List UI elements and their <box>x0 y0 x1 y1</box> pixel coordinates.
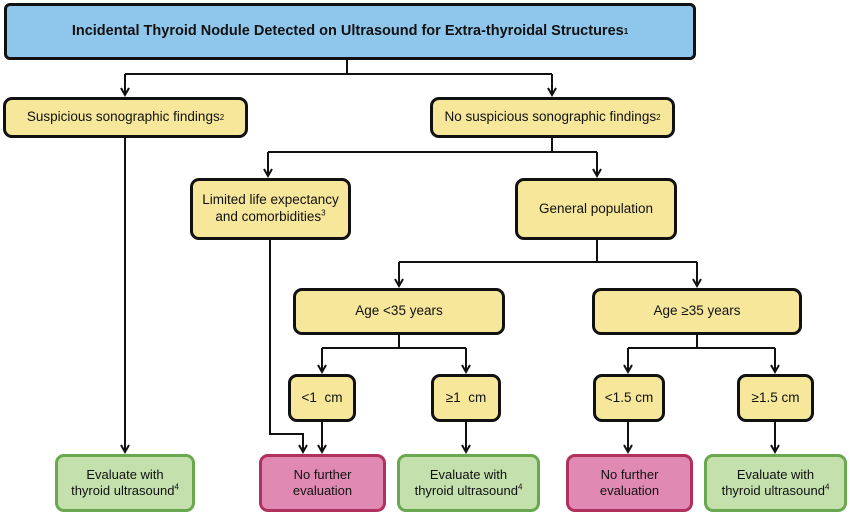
root-node: Incidental Thyroid Nodule Detected on Ul… <box>4 3 696 60</box>
limited-line1: Limited life expectancy <box>202 192 339 208</box>
no-further-2-line2: evaluation <box>599 483 660 498</box>
evaluate-node-3: Evaluate with thyroid ultrasound4 <box>704 454 847 512</box>
no-further-2-line1: No further <box>600 466 659 482</box>
age-lt35-node: Age <35 years <box>293 288 505 335</box>
connector-no-suspicious <box>268 138 597 153</box>
evaluate-2-line1: Evaluate with <box>429 466 508 482</box>
lt15-node: <1.5 cm <box>593 374 665 422</box>
age-lt35-text: Age <35 years <box>355 303 443 319</box>
connector-general <box>399 240 697 263</box>
age-ge35-text: Age ≥35 years <box>653 303 741 319</box>
evaluate-3-line2: thyroid ultrasound <box>721 483 825 498</box>
age-ge35-node: Age ≥35 years <box>592 288 802 335</box>
lt1-node: <1 cm <box>288 374 356 422</box>
evaluate-node-1: Evaluate with thyroid ultrasound4 <box>55 454 195 512</box>
evaluate-1-line1: Evaluate with <box>86 466 164 482</box>
evaluate-node-2: Evaluate with thyroid ultrasound4 <box>397 454 540 512</box>
general-text: General population <box>538 200 654 216</box>
evaluate-2-footnote: 4 <box>517 482 523 492</box>
connector-age-lt35 <box>322 335 466 349</box>
evaluate-1-footnote: 4 <box>174 482 179 492</box>
general-node: General population <box>515 178 677 240</box>
no-further-node-1: No further evaluation <box>259 454 386 512</box>
no-suspicious-text: No suspicious sonographic findings <box>444 109 657 125</box>
ge15-text: ≥1.5 cm <box>751 389 800 405</box>
ge1-text: ≥1 cm <box>445 389 487 405</box>
evaluate-3-footnote: 4 <box>824 482 830 492</box>
no-further-node-2: No further evaluation <box>566 454 693 512</box>
ge15-node: ≥1.5 cm <box>737 374 814 422</box>
no-further-1-line2: evaluation <box>292 483 353 498</box>
connector-age-ge35 <box>628 335 775 349</box>
evaluate-3-line1: Evaluate with <box>736 466 815 482</box>
suspicious-text: Suspicious sonographic findings <box>26 109 220 125</box>
evaluate-2-line2: thyroid ultrasound <box>414 483 518 498</box>
root-text: Incidental Thyroid Nodule Detected on Ul… <box>71 23 624 40</box>
ge1-node: ≥1 cm <box>431 374 501 422</box>
limited-footnote: 3 <box>321 208 326 218</box>
limited-line2: and comorbidities <box>215 209 322 224</box>
no-further-1-line1: No further <box>293 466 352 482</box>
lt1-text: <1 cm <box>301 389 343 405</box>
limited-node: Limited life expectancy and comorbiditie… <box>190 178 351 240</box>
evaluate-1-line2: thyroid ultrasound <box>71 483 175 498</box>
arrow-limited-to-no-further <box>269 240 303 452</box>
lt15-text: <1.5 cm <box>604 389 654 405</box>
connector-root <box>125 60 552 75</box>
